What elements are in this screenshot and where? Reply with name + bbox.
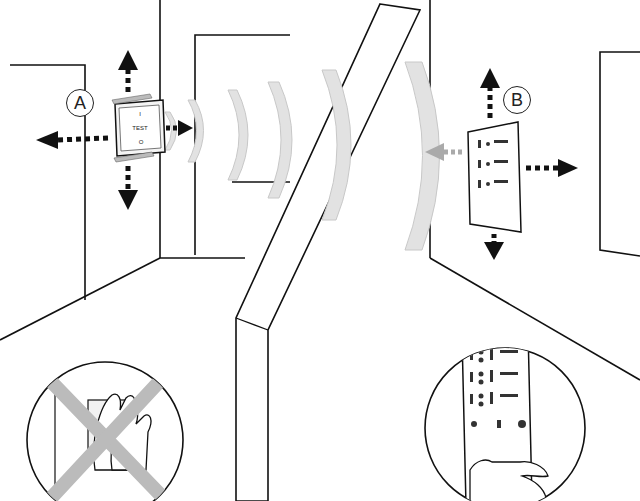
- dividing-wall: [236, 4, 420, 501]
- receiver-b: [468, 122, 521, 232]
- callout-circle: B: [503, 86, 531, 114]
- callout-letter: A: [74, 94, 86, 112]
- device-label: I: [139, 111, 141, 117]
- inset-wrong: [27, 360, 183, 501]
- device-label: TEST: [132, 125, 147, 131]
- radio-waves: [165, 62, 440, 250]
- inset-correct: [425, 330, 600, 501]
- callout-circle: A: [66, 89, 94, 117]
- move-arrows-b: [425, 68, 578, 260]
- callout-letter: B: [511, 91, 523, 109]
- device-label: O: [139, 139, 144, 145]
- wall-edge: [236, 318, 268, 330]
- transmitter-a: [112, 94, 165, 162]
- move-arrows-a: [36, 50, 193, 210]
